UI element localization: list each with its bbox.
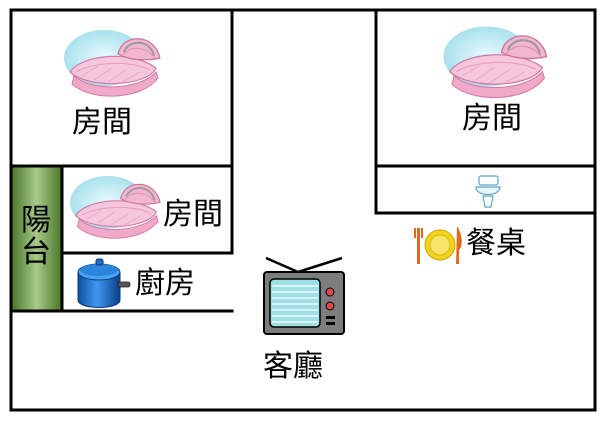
room-label-balcony: 陽 台 bbox=[14, 204, 58, 270]
balcony-area bbox=[12, 167, 61, 310]
cradle-icon bbox=[63, 29, 161, 98]
walls bbox=[9, 8, 597, 412]
room-label-living-room: 客廳 bbox=[263, 350, 323, 383]
room-label-bedroom-top-left: 房間 bbox=[72, 106, 132, 139]
room-label-bedroom-middle: 房間 bbox=[163, 198, 223, 231]
plate-cutlery-icon bbox=[414, 226, 462, 264]
balcony-char-1: 陽 bbox=[21, 204, 51, 237]
balcony-char-2: 台 bbox=[21, 236, 51, 270]
cooking-pot-icon bbox=[77, 258, 131, 308]
room-label-dining: 餐桌 bbox=[466, 227, 526, 260]
cradle-icon bbox=[442, 25, 548, 99]
toilet-icon bbox=[475, 175, 501, 208]
cradle-icon bbox=[68, 175, 162, 240]
television-icon bbox=[263, 256, 345, 335]
room-label-kitchen: 廚房 bbox=[135, 267, 195, 300]
room-label-bedroom-top-right: 房間 bbox=[462, 102, 522, 135]
